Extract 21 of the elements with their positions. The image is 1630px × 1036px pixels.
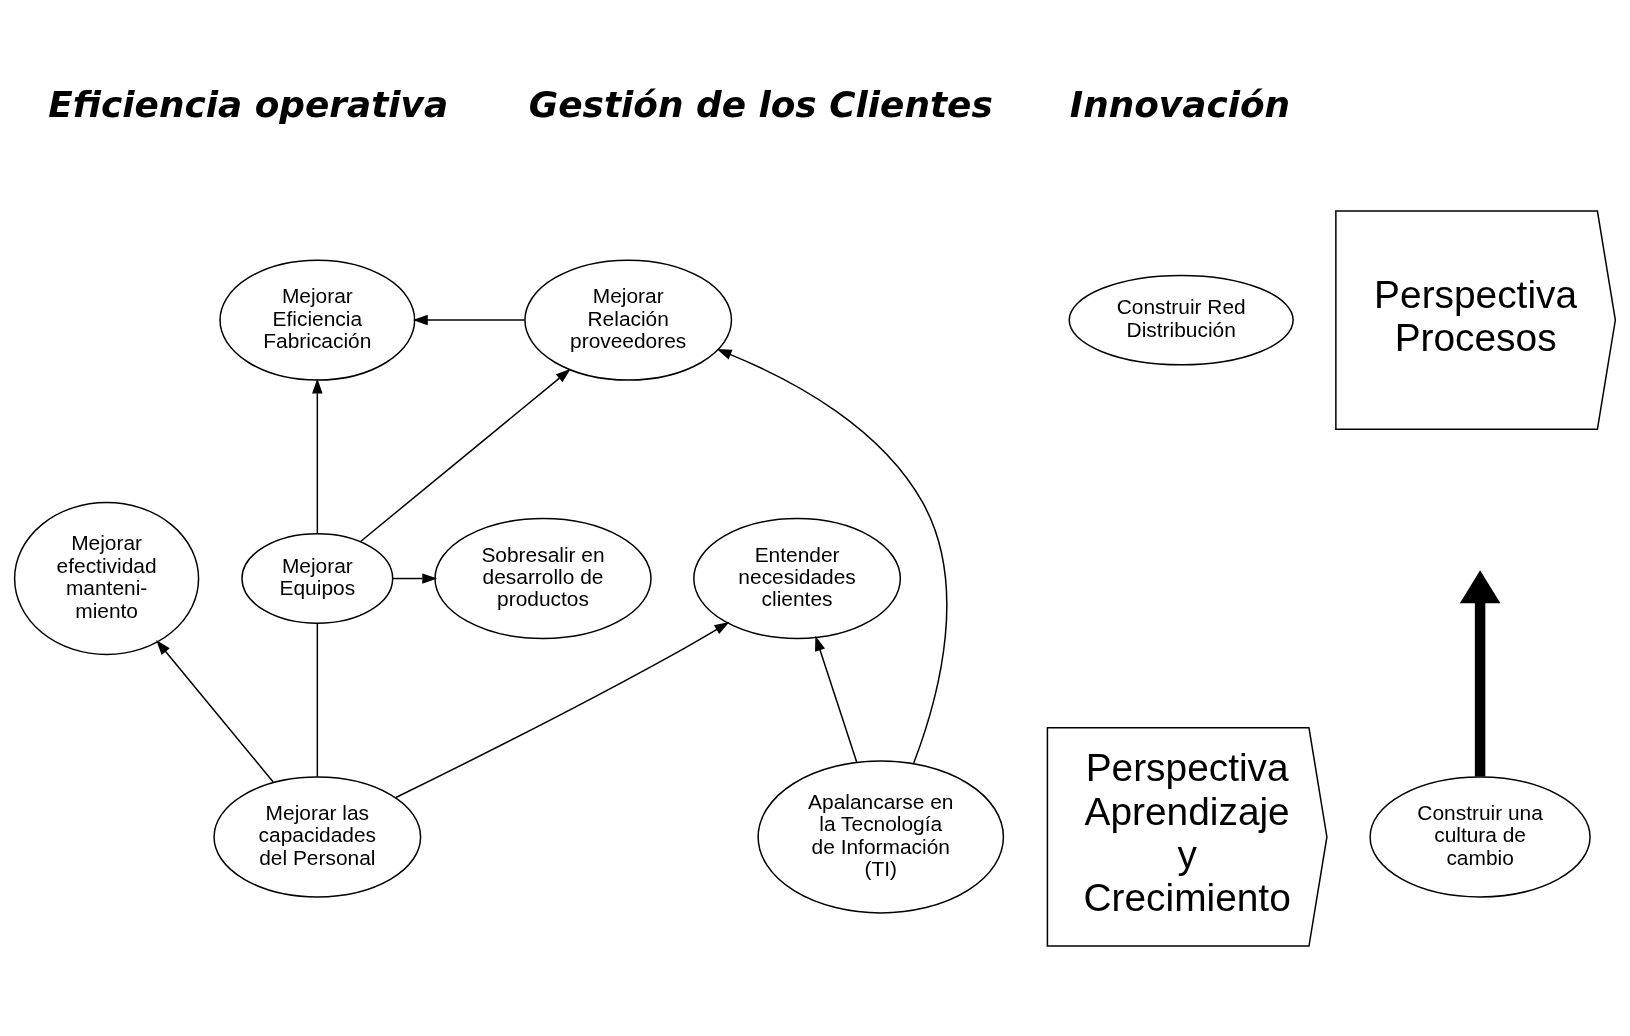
arrow	[395, 621, 730, 799]
node-ellipse: Sobresalir en desarrollo de productos	[434, 517, 652, 640]
node-ellipse: Mejorar Eficiencia Fabricación	[219, 259, 416, 381]
arrow	[716, 349, 948, 764]
label: Innovación	[1069, 84, 1291, 126]
arrow	[359, 368, 571, 543]
node-ellipse: Construir Red Distribución	[1068, 274, 1294, 366]
node-ellipse: Apalancarse en la Tecnología de Información (TI)	[757, 760, 1005, 914]
node-ellipse: Mejorar Equipos	[241, 533, 394, 624]
arrow	[815, 635, 858, 763]
arrow	[312, 378, 323, 535]
label: Eficiencia operativa	[48, 84, 449, 126]
arrow	[1459, 570, 1501, 777]
arrow	[156, 640, 274, 783]
node-ellipse: Entender necesidades clientes	[693, 517, 902, 640]
connector	[316, 622, 319, 778]
arrow	[412, 314, 526, 326]
arrow	[391, 573, 438, 584]
node-ellipse: Construir una cultura de cambio	[1369, 776, 1591, 898]
node-ellipse: Mejorar las capacidades del Personal	[213, 776, 422, 898]
label: Gestión de los Clientes	[528, 84, 993, 126]
